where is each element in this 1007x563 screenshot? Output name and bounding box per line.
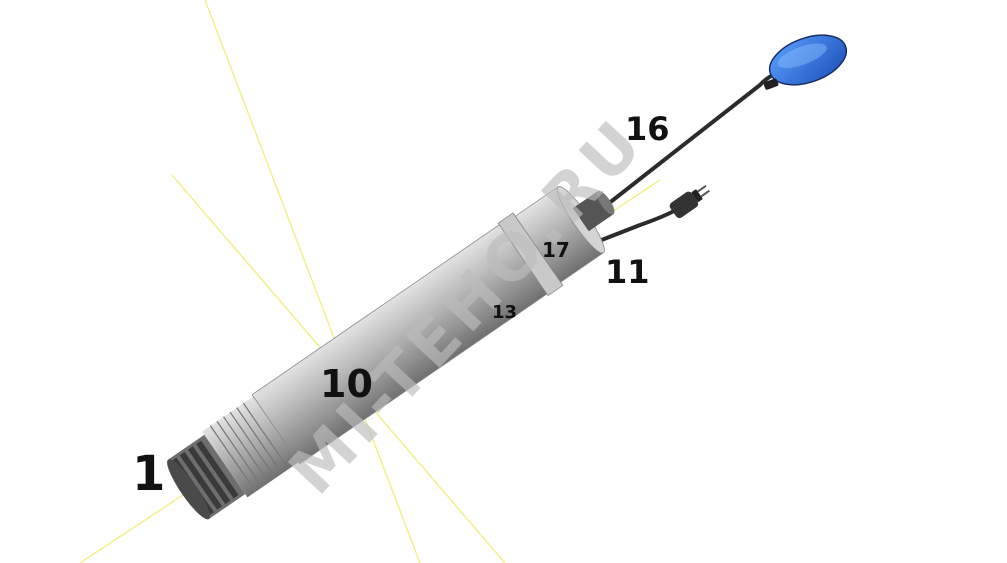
guide-lines <box>79 0 661 563</box>
callout-17: 17 <box>542 238 570 262</box>
threaded-section <box>202 396 299 498</box>
callout-1: 1 <box>132 446 165 502</box>
inlet-screen <box>167 434 246 520</box>
callout-10: 10 <box>320 362 373 406</box>
power-cable <box>543 210 674 264</box>
power-plug <box>669 184 710 219</box>
callout-11: 11 <box>605 253 650 291</box>
callout-16: 16 <box>625 110 670 148</box>
callout-13: 13 <box>492 302 517 323</box>
pump-assembly <box>167 186 615 520</box>
float-switch <box>763 34 848 90</box>
watermark: MI-TEHO.RU <box>276 104 660 509</box>
guide-line <box>204 0 421 563</box>
